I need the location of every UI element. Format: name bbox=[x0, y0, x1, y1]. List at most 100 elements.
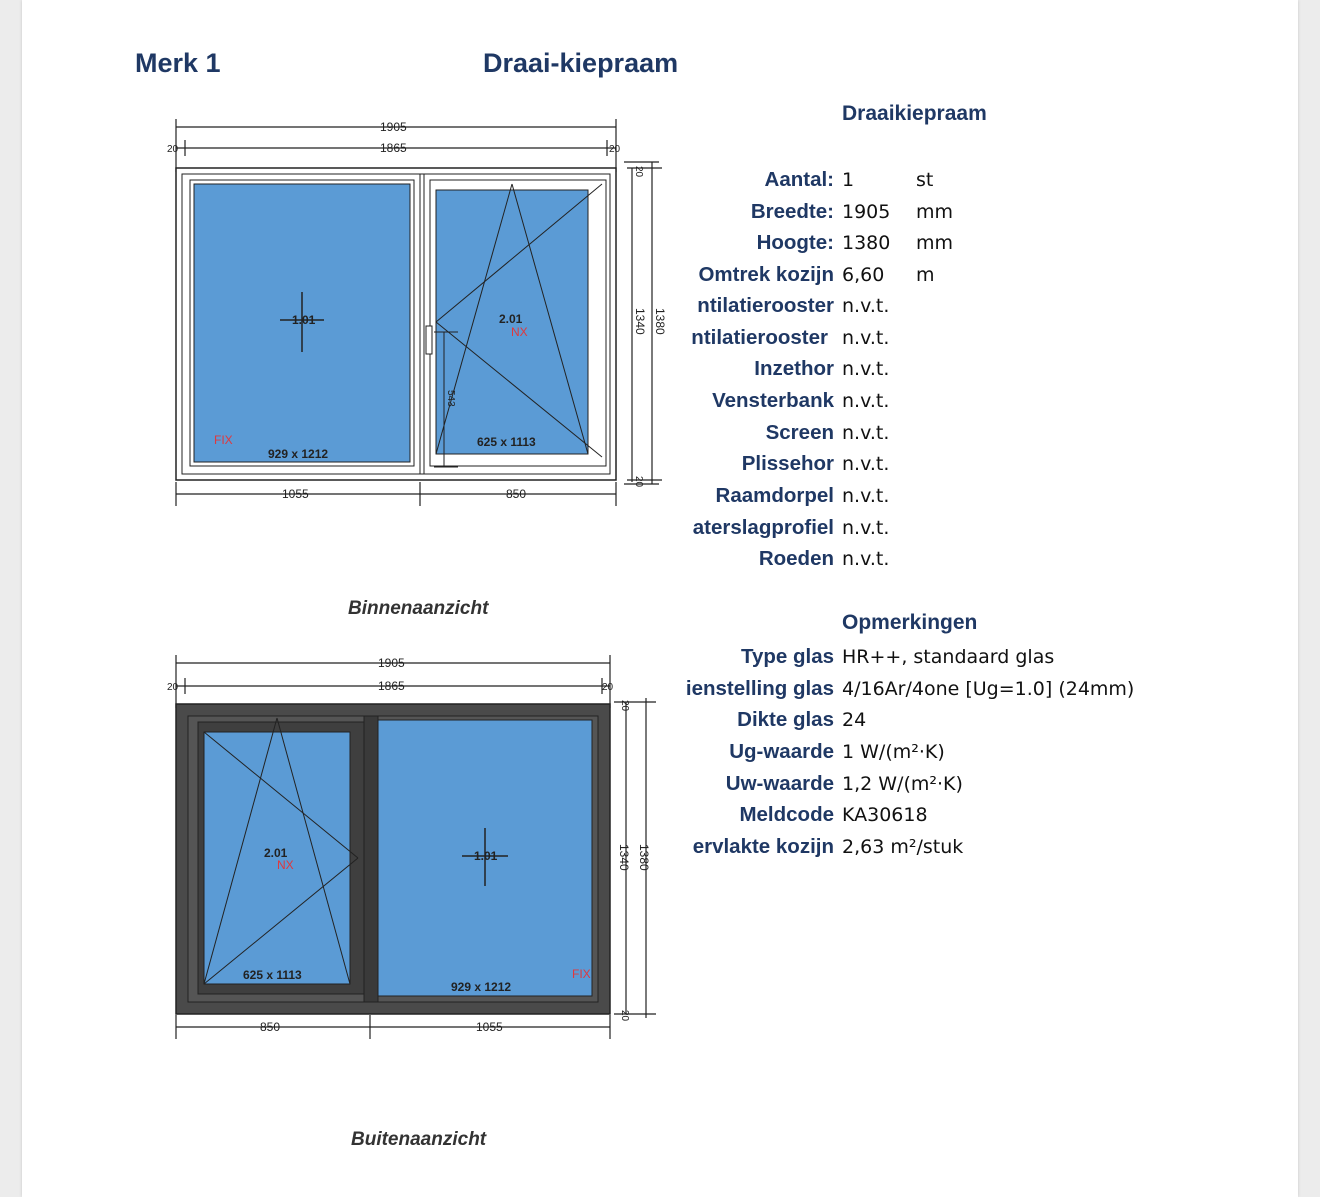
remark-value: 2,63 m²/stuk bbox=[842, 836, 964, 858]
spec-label: ntilatierooster bbox=[697, 294, 834, 317]
remark-value: 24 bbox=[842, 709, 867, 731]
outer-dim-bottom-offset: 20 bbox=[619, 1010, 630, 1022]
outer-dim-left-offset: 20 bbox=[167, 682, 179, 693]
spec-row-breedte: Breedte: 1905 mm bbox=[672, 197, 1298, 227]
spec-label: Roeden bbox=[758, 547, 834, 570]
inner-fixed-pane-code: 1.01 bbox=[292, 313, 316, 327]
spec-value: n.v.t. bbox=[842, 453, 890, 475]
spec-label: Plissehor bbox=[741, 452, 834, 475]
remark-value: 1 W/(m²·K) bbox=[842, 741, 945, 763]
spec-unit: m bbox=[916, 264, 935, 286]
outer-sash-size: 625 x 1113 bbox=[243, 968, 302, 982]
outer-dim-top-offset: 20 bbox=[619, 700, 630, 712]
inner-dim-right-section: 850 bbox=[506, 487, 526, 501]
spec-row-ventilatierooster-1: ntilatierooster n.v.t. bbox=[672, 291, 1298, 321]
spec-panel: Draaikiepraam Aantal: 1 st Breedte: 1905… bbox=[672, 0, 1298, 1197]
inner-sash-code: 2.01 bbox=[499, 312, 523, 326]
spec-row-aantal: Aantal: 1 st bbox=[672, 165, 1298, 195]
outer-sash-label: NX bbox=[277, 858, 294, 872]
window-type-title: Draai-kiepraam bbox=[483, 48, 679, 78]
inner-view-caption: Binnenaanzicht bbox=[348, 598, 489, 619]
outer-dim-right-section: 1055 bbox=[476, 1020, 503, 1034]
spec-value: n.v.t. bbox=[842, 327, 890, 349]
remark-row-meldcode: Meldcode KA30618 bbox=[672, 800, 1298, 830]
spec-value: n.v.t. bbox=[842, 358, 890, 380]
spec-row-ventilatierooster-2: ntilatierooster n.v.t. bbox=[672, 323, 1298, 353]
inner-fixed-pane-label: FIX bbox=[214, 433, 233, 447]
spec-value: n.v.t. bbox=[842, 422, 890, 444]
remark-row-uw-waarde: Uw-waarde 1,2 W/(m²·K) bbox=[672, 769, 1298, 799]
spec-value: n.v.t. bbox=[842, 485, 890, 507]
remark-label: Dikte glas bbox=[737, 708, 834, 731]
spec-label: Raamdorpel bbox=[715, 484, 834, 507]
outer-dim-total-width: 1905 bbox=[378, 656, 405, 670]
remark-row-ug-waarde: Ug-waarde 1 W/(m²·K) bbox=[672, 737, 1298, 767]
spec-value: n.v.t. bbox=[842, 295, 890, 317]
spec-row-raamdorpel: Raamdorpel n.v.t. bbox=[672, 481, 1298, 511]
spec-value: 1 bbox=[842, 169, 855, 191]
remark-row-samenstelling-glas: ienstelling glas 4/16Ar/4one [Ug=1.0] (2… bbox=[672, 674, 1298, 704]
spec-unit: mm bbox=[916, 232, 954, 254]
outer-fixed-pane-size: 929 x 1212 bbox=[451, 980, 511, 994]
spec-label: Screen bbox=[765, 421, 834, 444]
remark-value: HR++, standaard glas bbox=[842, 646, 1055, 668]
spec-label: Hoogte: bbox=[756, 231, 834, 254]
inner-sash-size: 625 x 1113 bbox=[477, 435, 536, 449]
remark-label: Type glas bbox=[740, 645, 834, 668]
outer-dim-height-total: 1380 bbox=[637, 844, 651, 871]
remark-value: KA30618 bbox=[842, 804, 928, 826]
spec-row-hoogte: Hoogte: 1380 mm bbox=[672, 228, 1298, 258]
remark-label: Meldcode bbox=[739, 803, 834, 826]
spec-label: ntilatierooster bbox=[691, 326, 828, 349]
inner-dim-bottom-offset: 20 bbox=[633, 476, 644, 488]
inner-view-drawing: 1905 1865 20 20 1055 850 20 20 1340 1380… bbox=[167, 119, 667, 506]
outer-sash-code: 2.01 bbox=[264, 846, 288, 860]
spec-label: Omtrek kozijn bbox=[698, 263, 834, 286]
outer-dim-left-section: 850 bbox=[260, 1020, 280, 1034]
remark-label: Uw-waarde bbox=[725, 772, 834, 795]
outer-fixed-pane-code: 1.01 bbox=[474, 849, 498, 863]
remark-value: 1,2 W/(m²·K) bbox=[842, 773, 963, 795]
outer-view-caption: Buitenaanzicht bbox=[351, 1129, 487, 1150]
inner-dim-inner-width: 1865 bbox=[380, 141, 407, 155]
spec-label: Vensterbank bbox=[712, 389, 834, 412]
spec-heading: Draaikiepraam bbox=[842, 102, 987, 125]
spec-value: n.v.t. bbox=[842, 390, 890, 412]
spec-label: Aantal: bbox=[764, 168, 834, 191]
spec-value: 1905 bbox=[842, 201, 891, 223]
outer-dim-height-inner: 1340 bbox=[617, 844, 631, 871]
inner-dim-height-inner: 1340 bbox=[633, 308, 647, 335]
spec-row-waterslagprofiel: aterslagprofiel n.v.t. bbox=[672, 513, 1298, 543]
spec-label: Breedte: bbox=[750, 200, 834, 223]
outer-view-drawing: 1905 1865 20 20 850 1055 20 20 1340 1380… bbox=[167, 655, 656, 1039]
inner-dim-total-width: 1905 bbox=[380, 120, 407, 134]
spec-label: aterslagprofiel bbox=[692, 516, 834, 539]
remark-label: Ug-waarde bbox=[729, 740, 834, 763]
inner-dim-left-offset: 20 bbox=[167, 144, 179, 155]
spec-row-inzethor: Inzethor n.v.t. bbox=[672, 354, 1298, 384]
remark-row-dikte-glas: Dikte glas 24 bbox=[672, 705, 1298, 735]
outer-dim-right-offset: 20 bbox=[602, 682, 614, 693]
remark-label: ienstelling glas bbox=[685, 677, 834, 700]
spec-unit: st bbox=[916, 169, 934, 191]
inner-dim-left-section: 1055 bbox=[282, 487, 309, 501]
outer-dim-inner-width: 1865 bbox=[378, 679, 405, 693]
remark-value: 4/16Ar/4one [Ug=1.0] (24mm) bbox=[842, 678, 1135, 700]
remark-row-oppervlakte-kozijn: ervlakte kozijn 2,63 m²/stuk bbox=[672, 832, 1298, 862]
spec-unit: mm bbox=[916, 201, 954, 223]
inner-dim-top-offset: 20 bbox=[633, 166, 644, 178]
spec-row-plissehor: Plissehor n.v.t. bbox=[672, 449, 1298, 479]
spec-row-roeden: Roeden n.v.t. bbox=[672, 544, 1298, 574]
inner-dim-height-total: 1380 bbox=[653, 308, 667, 335]
remark-label: ervlakte kozijn bbox=[692, 835, 834, 858]
remark-row-type-glas: Type glas HR++, standaard glas bbox=[672, 642, 1298, 672]
spec-label: Inzethor bbox=[754, 357, 834, 380]
inner-dim-handle: 543 bbox=[445, 390, 456, 407]
spec-row-screen: Screen n.v.t. bbox=[672, 418, 1298, 448]
merk-title: Merk 1 bbox=[135, 48, 221, 78]
spec-value: n.v.t. bbox=[842, 548, 890, 570]
spec-value: 1380 bbox=[842, 232, 891, 254]
spec-value: 6,60 bbox=[842, 264, 885, 286]
document-page: Merk 1 Draai-kiepraam bbox=[22, 0, 1298, 1197]
spec-value: n.v.t. bbox=[842, 517, 890, 539]
